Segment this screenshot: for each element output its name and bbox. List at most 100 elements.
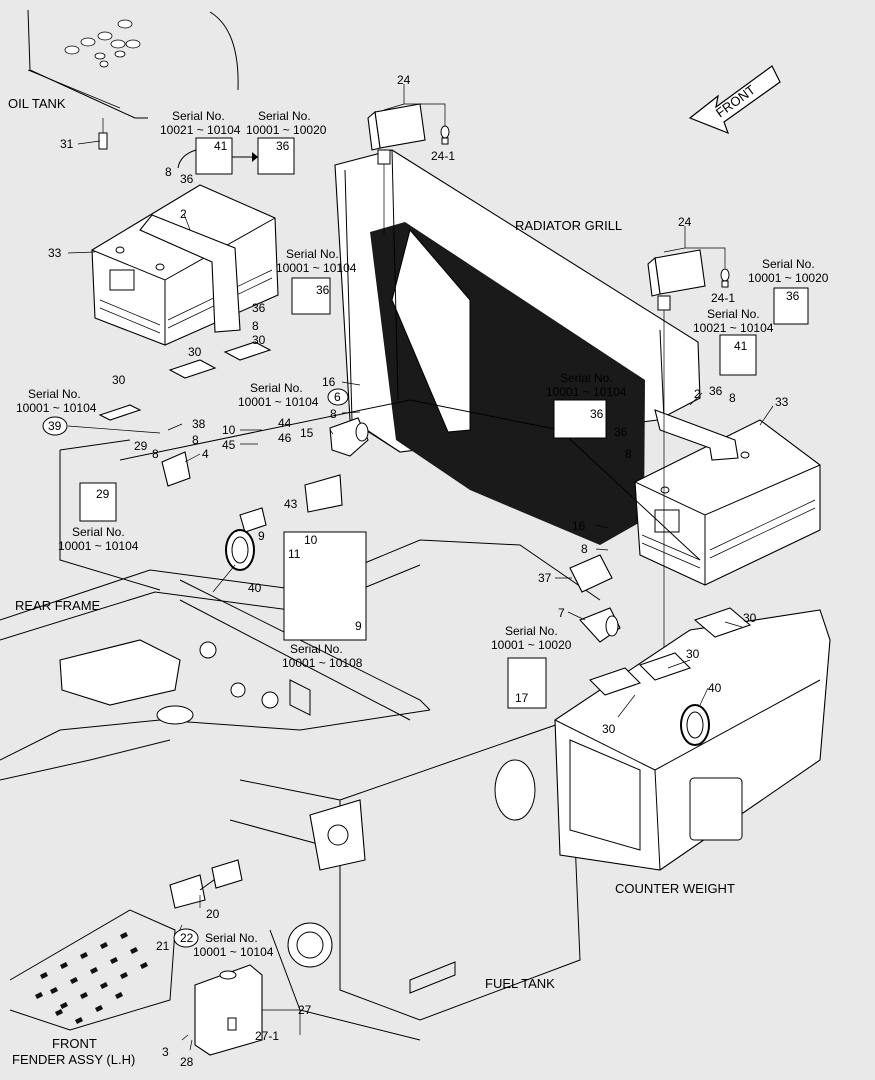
callout: 22: [180, 931, 194, 945]
fuel-tank-label: FUEL TANK: [485, 976, 555, 991]
serial-label: Serial No.: [505, 624, 558, 638]
callout: 33: [775, 395, 789, 409]
oil-tank-drawing: [27, 9, 239, 150]
serial-labels: Serial No. 10021 ~ 10104 Serial No. 1000…: [16, 109, 829, 959]
serial-range: 10021 ~ 10104: [693, 321, 774, 335]
radiator-grill-drawing: [334, 149, 701, 545]
callout: 43: [284, 497, 298, 511]
serial-label: Serial No.: [258, 109, 311, 123]
callout: 31: [60, 137, 74, 151]
front-fender-label-2: FENDER ASSY (L.H): [12, 1052, 135, 1067]
callout: 36: [786, 289, 800, 303]
callout: 40: [248, 581, 262, 595]
callout: 45: [222, 438, 236, 452]
inset-boxes: [79, 137, 809, 709]
serial-label: Serial No.: [172, 109, 225, 123]
callout: 33: [48, 246, 62, 260]
serial-range: 10001 ~ 10020: [246, 123, 327, 137]
callout: 28: [180, 1055, 194, 1069]
callout: 29: [96, 487, 110, 501]
serial-range: 10001 ~ 10104: [238, 395, 319, 409]
callout: 36: [709, 384, 723, 398]
callout: 2: [694, 387, 701, 401]
serial-label: Serial No.: [28, 387, 81, 401]
serial-range: 10001 ~ 10104: [16, 401, 97, 415]
callout: 24: [678, 215, 692, 229]
rear-frame-drawing: [0, 399, 701, 781]
serial-range: 10001 ~ 10104: [58, 539, 139, 553]
counter-weight-label: COUNTER WEIGHT: [615, 881, 735, 896]
oil-tank-label: OIL TANK: [8, 96, 66, 111]
callout: 41: [214, 139, 228, 153]
callout: 17: [515, 691, 529, 705]
serial-range: 10001 ~ 10108: [282, 656, 363, 670]
callout: 36: [180, 172, 194, 186]
front-arrow: FRONT: [688, 65, 781, 135]
serial-label: Serial No.: [205, 931, 258, 945]
callout: 37: [538, 571, 552, 585]
front-fender-label-1: FRONT: [52, 1036, 97, 1051]
callout: 38: [192, 417, 206, 431]
callout: 41: [734, 339, 748, 353]
callout: 39: [48, 419, 62, 433]
serial-label: Serial No.: [250, 381, 303, 395]
serial-range: 10001 ~ 10020: [491, 638, 572, 652]
leader-lines: [67, 84, 774, 1051]
callout: 36: [276, 139, 290, 153]
serial-range: 10001 ~ 10104: [546, 385, 627, 399]
callout: 30: [188, 345, 202, 359]
callout: 8: [330, 407, 337, 421]
left-battery: [91, 184, 279, 346]
callout: 4: [202, 447, 209, 461]
callout: 15: [300, 426, 314, 440]
callout: 30: [602, 722, 616, 736]
callout: 8: [581, 542, 588, 556]
serial-label: Serial No.: [286, 247, 339, 261]
callout: 8: [252, 319, 259, 333]
serial-range: 10001 ~ 10104: [276, 261, 357, 275]
callout: 3: [162, 1045, 169, 1059]
work-lamp-top: [367, 103, 450, 235]
callout: 30: [252, 333, 266, 347]
serial-range: 10001 ~ 10020: [748, 271, 829, 285]
callout: 9: [355, 619, 362, 633]
rear-frame-label: REAR FRAME: [15, 598, 101, 613]
callout: 29: [134, 439, 148, 453]
callout: 30: [112, 373, 126, 387]
front-fender-drawing: [9, 909, 263, 1056]
callout: 27-1: [255, 1029, 279, 1043]
fuel-tank-drawing: [229, 719, 581, 1041]
serial-label: Serial No.: [762, 257, 815, 271]
callout: 16: [572, 519, 586, 533]
callout: 9: [258, 529, 265, 543]
callout: 16: [322, 375, 336, 389]
callout: 8: [192, 433, 199, 447]
callout: 44: [278, 416, 292, 430]
callout: 2: [180, 207, 187, 221]
callout: 46: [278, 431, 292, 445]
serial-label: Serial No.: [290, 642, 343, 656]
small-parts: [98, 341, 752, 909]
callout: 8: [152, 447, 159, 461]
serial-label: Serial No.: [707, 307, 760, 321]
callout: 7: [558, 606, 565, 620]
callout: 36: [316, 283, 330, 297]
callout: 10: [222, 423, 236, 437]
radiator-grill-label: RADIATOR GRILL: [515, 218, 622, 233]
callout: 24: [397, 73, 411, 87]
serial-label: Serial No.: [560, 371, 613, 385]
serial-label: Serial No.: [72, 525, 125, 539]
callout: 30: [743, 611, 757, 625]
serial-range: 10001 ~ 10104: [193, 945, 274, 959]
callout: 36: [252, 301, 266, 315]
callout: 20: [206, 907, 220, 921]
callout: 27: [298, 1003, 312, 1017]
right-battery: [634, 409, 821, 586]
callout: 36: [590, 407, 604, 421]
callout: 30: [686, 647, 700, 661]
part-callouts: 24 24-1 24 24-1 31 41 36 8 36 2 33 36 36…: [48, 73, 800, 1069]
callout: 24-1: [711, 291, 735, 305]
callout: 8: [165, 165, 172, 179]
circled-callouts: [42, 388, 349, 948]
